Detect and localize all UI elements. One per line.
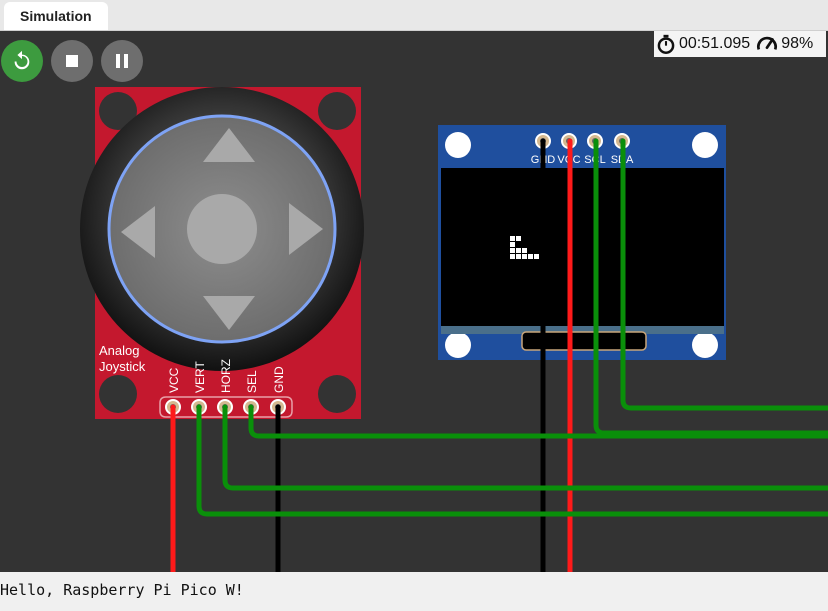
pin-label-gnd: GND xyxy=(272,366,286,393)
analog-joystick[interactable]: Analog Joystick VCC VERT HORZ SEL GND xyxy=(80,87,364,419)
mount-hole xyxy=(318,375,356,413)
wire-joystick-sel[interactable] xyxy=(248,404,828,439)
tab-bar: Simulation xyxy=(0,0,828,31)
joystick-knob[interactable] xyxy=(187,194,257,264)
oled-pixels xyxy=(510,236,539,259)
pin-label-vert: VERT xyxy=(193,361,207,393)
arrow-up-icon xyxy=(203,128,255,162)
wire-oled-sda[interactable] xyxy=(620,138,828,411)
pin-label-horz: HORZ xyxy=(219,359,233,393)
stop-icon xyxy=(66,55,78,67)
arrow-right-icon xyxy=(289,203,323,255)
pin-label-sel: SEL xyxy=(245,370,259,393)
elapsed-time: 00:51.095 xyxy=(679,35,751,52)
oled-display[interactable]: GND VCC SCL SDA xyxy=(438,125,726,360)
arrow-down-icon xyxy=(203,296,255,330)
wire-joystick-vert[interactable] xyxy=(196,404,828,517)
speedometer-icon xyxy=(757,36,778,50)
wire-oled-scl[interactable] xyxy=(593,138,828,436)
mount-hole xyxy=(445,132,471,158)
pin-label-vcc: VCC xyxy=(167,367,181,393)
arrow-left-icon xyxy=(121,206,155,258)
simulation-speed: 98% xyxy=(781,35,814,52)
restart-button[interactable] xyxy=(1,40,43,82)
tab-simulation[interactable]: Simulation xyxy=(4,2,108,30)
oled-ribbon-connector xyxy=(521,331,647,351)
joystick-label-line1: Analog xyxy=(99,343,139,358)
simulation-canvas[interactable]: Analog Joystick VCC VERT HORZ SEL GND xyxy=(0,31,828,572)
oled-screen xyxy=(441,168,724,326)
mount-hole xyxy=(445,332,471,358)
mount-hole xyxy=(99,375,137,413)
simulation-stats: 00:51.095 98% xyxy=(654,31,826,57)
joystick-label-line2: Joystick xyxy=(99,359,146,374)
oled-glass-edge xyxy=(441,326,724,334)
stop-button[interactable] xyxy=(51,40,93,82)
serial-monitor[interactable]: Hello, Raspberry Pi Pico W! xyxy=(0,572,828,611)
mount-hole xyxy=(99,92,137,130)
pause-icon xyxy=(116,54,128,68)
stopwatch-icon xyxy=(657,34,675,54)
wire-joystick-horz[interactable] xyxy=(222,404,828,491)
restart-icon xyxy=(14,50,30,70)
mount-hole xyxy=(692,332,718,358)
mount-hole xyxy=(692,132,718,158)
pause-button[interactable] xyxy=(101,40,143,82)
mount-hole xyxy=(318,92,356,130)
serial-output-line: Hello, Raspberry Pi Pico W! xyxy=(0,581,244,599)
